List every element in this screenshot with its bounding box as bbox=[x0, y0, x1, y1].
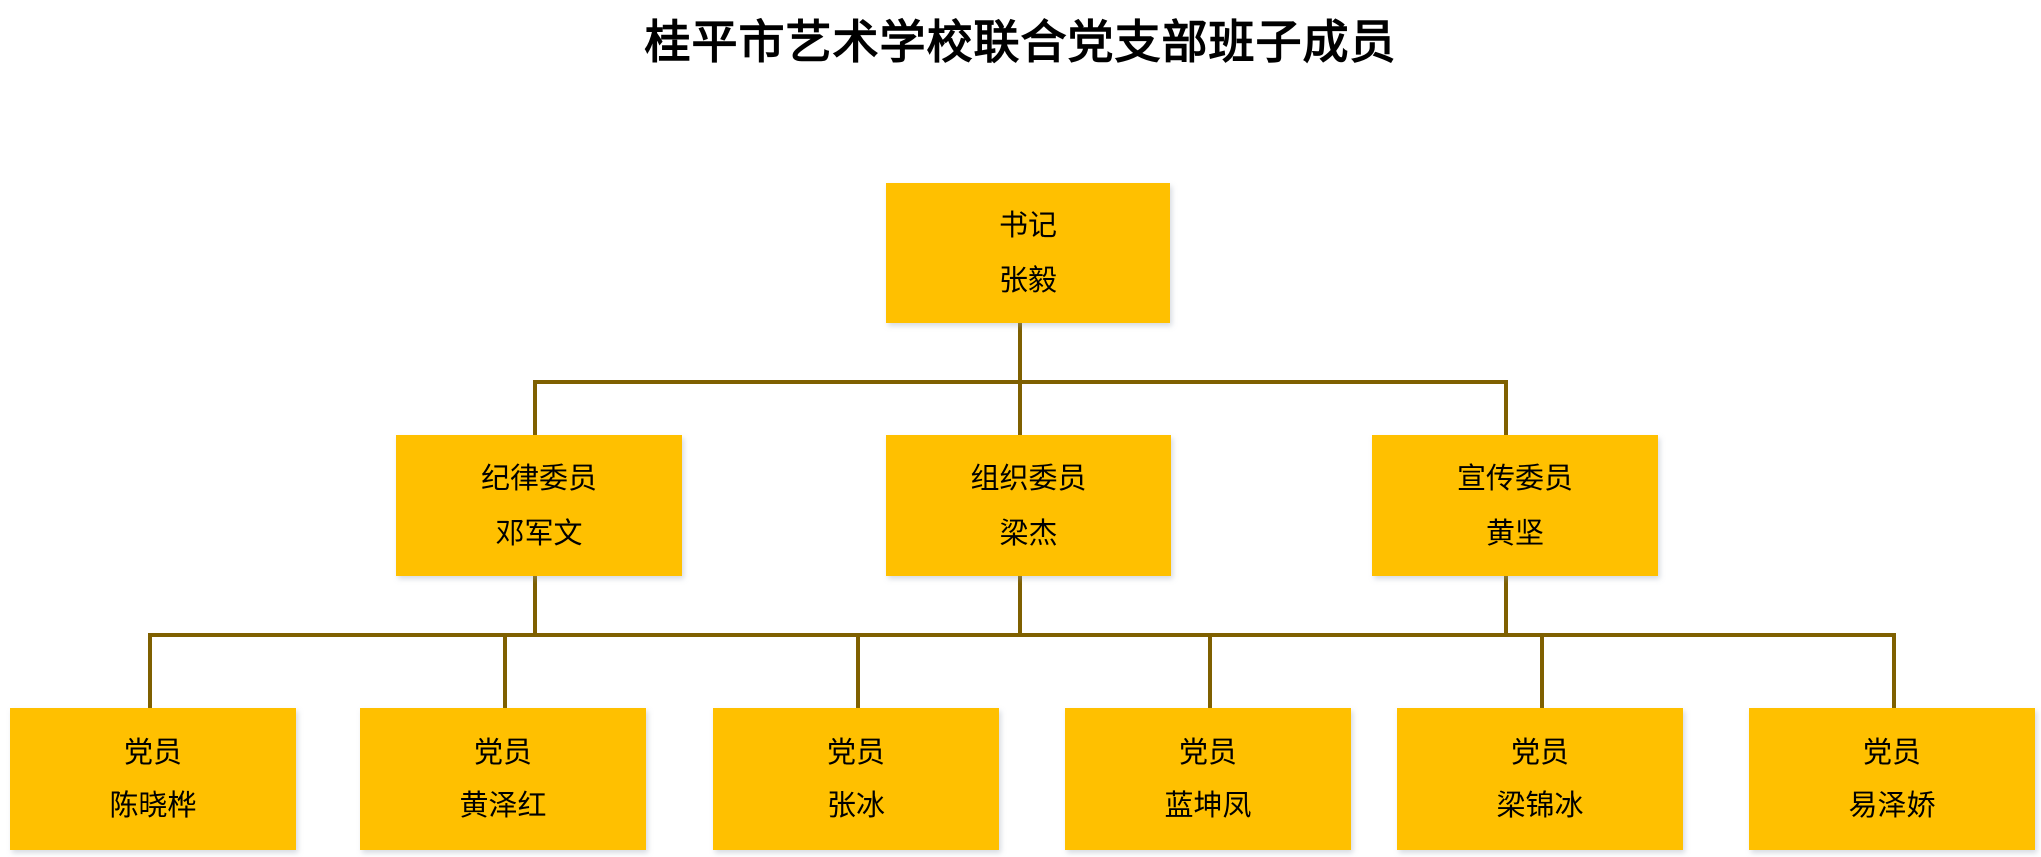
node-party-member-6[interactable]: 党员 易泽娇 bbox=[1749, 708, 2035, 850]
node-person: 陈晓桦 bbox=[109, 788, 197, 822]
connector-discipline-stem bbox=[533, 575, 537, 635]
node-person: 梁杰 bbox=[999, 515, 1058, 550]
page-title: 桂平市艺术学校联合党支部班子成员 bbox=[644, 15, 1397, 69]
connector-organization-stem bbox=[1018, 575, 1022, 635]
node-discipline-committee[interactable]: 纪律委员 邓军文 bbox=[396, 435, 682, 576]
connector-drop-member-6 bbox=[1892, 633, 1896, 708]
connector-drop-discipline bbox=[533, 380, 537, 435]
node-role: 党员 bbox=[123, 735, 182, 769]
node-role: 党员 bbox=[1510, 735, 1569, 769]
node-person: 黄坚 bbox=[1485, 515, 1544, 550]
node-party-member-2[interactable]: 党员 黄泽红 bbox=[360, 708, 646, 850]
connector-root-stem bbox=[1018, 322, 1022, 382]
node-person: 易泽娇 bbox=[1848, 788, 1936, 822]
node-role: 党员 bbox=[1178, 735, 1237, 769]
node-role: 纪律委员 bbox=[480, 460, 597, 495]
node-role: 党员 bbox=[473, 735, 532, 769]
connector-drop-member-4 bbox=[1208, 633, 1212, 708]
connector-level3-bus bbox=[148, 633, 1892, 637]
node-propaganda-committee[interactable]: 宣传委员 黄坚 bbox=[1372, 435, 1658, 576]
node-person: 梁锦冰 bbox=[1496, 788, 1584, 822]
node-role: 书记 bbox=[998, 208, 1057, 242]
node-organization-committee[interactable]: 组织委员 梁杰 bbox=[886, 435, 1171, 576]
connector-drop-member-1 bbox=[148, 633, 152, 708]
connector-drop-propaganda bbox=[1504, 380, 1508, 435]
node-party-member-5[interactable]: 党员 梁锦冰 bbox=[1397, 708, 1683, 850]
node-person: 张冰 bbox=[826, 788, 885, 822]
node-role: 党员 bbox=[826, 735, 885, 769]
node-person: 蓝坤凤 bbox=[1164, 788, 1252, 822]
connector-propaganda-stem bbox=[1504, 575, 1508, 635]
node-role: 宣传委员 bbox=[1456, 460, 1573, 495]
node-person: 黄泽红 bbox=[459, 788, 547, 822]
node-party-member-1[interactable]: 党员 陈晓桦 bbox=[10, 708, 296, 850]
node-party-member-4[interactable]: 党员 蓝坤凤 bbox=[1065, 708, 1351, 850]
node-secretary[interactable]: 书记 张毅 bbox=[886, 183, 1170, 323]
connector-drop-member-2 bbox=[503, 633, 507, 708]
connector-drop-member-5 bbox=[1540, 633, 1544, 708]
node-person: 张毅 bbox=[998, 263, 1057, 297]
connector-drop-member-3 bbox=[856, 633, 860, 708]
connector-drop-organization bbox=[1018, 380, 1022, 435]
node-party-member-3[interactable]: 党员 张冰 bbox=[713, 708, 999, 850]
node-role: 组织委员 bbox=[970, 460, 1087, 495]
node-role: 党员 bbox=[1862, 735, 1921, 769]
node-person: 邓军文 bbox=[495, 515, 583, 550]
